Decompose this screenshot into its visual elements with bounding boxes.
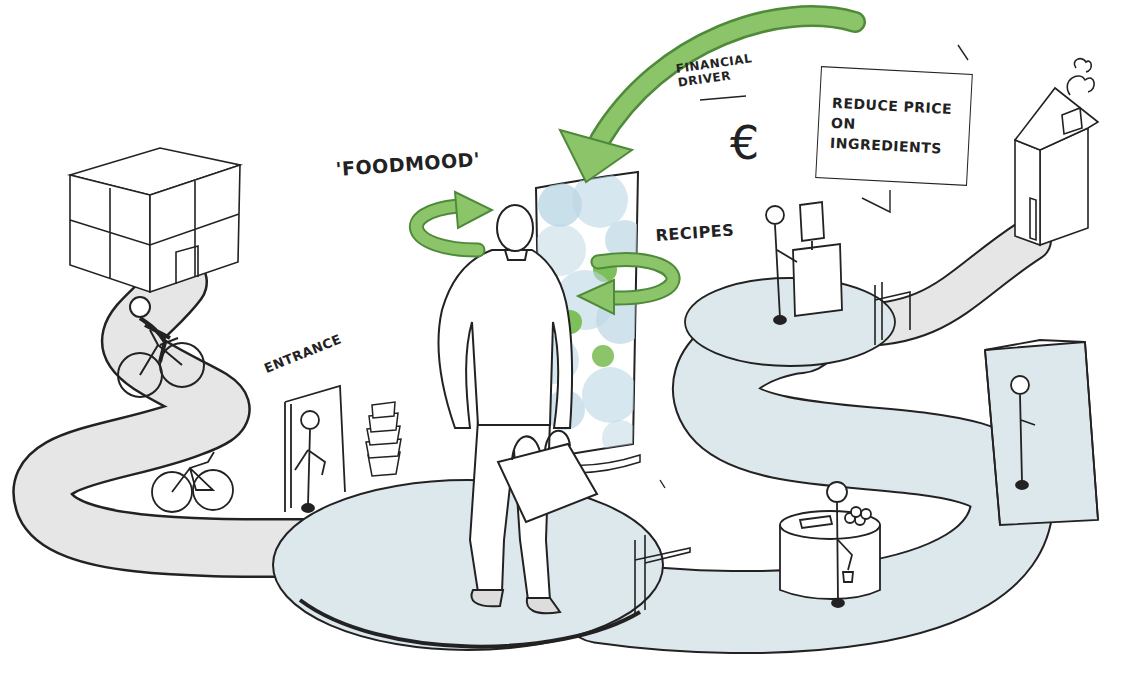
fresh-counter-part: [861, 509, 871, 519]
parked-bike: [152, 452, 233, 512]
cashier-desk-part: [775, 225, 797, 318]
cyclist-part: [140, 318, 170, 362]
screen-title: 'FOODMOOD': [335, 148, 481, 181]
checkout-platform: [685, 278, 895, 366]
entrance-platform: [273, 480, 663, 650]
shopper-part: [497, 205, 533, 251]
shopper: [438, 205, 597, 613]
screen-label: RECIPES: [655, 221, 735, 246]
box-text: REDUCE PRICE ON INGREDIENTS: [829, 92, 958, 159]
shopper-part: [512, 431, 570, 460]
cyclist-part: [130, 297, 150, 317]
cashier-desk-part: [811, 241, 813, 250]
turnstile-gate-part: [875, 282, 910, 345]
exit-booth-part: [985, 342, 1098, 525]
screen-bubbles-part: [572, 172, 628, 228]
cashier-desk-part: [774, 316, 786, 324]
sketch-marks-part: [958, 45, 968, 60]
sketch-marks-part: [700, 96, 746, 100]
shopper-part: [471, 590, 503, 606]
shopper-part: [438, 250, 572, 428]
entrance-platform-part: [300, 600, 640, 647]
fresh-counter-part: [832, 599, 844, 607]
office-building: [70, 148, 240, 292]
home-house-part: [1015, 88, 1098, 150]
entrance-door-part: [285, 386, 345, 512]
screen-bubbles-part: [602, 420, 638, 456]
exit-booth: [985, 340, 1098, 525]
turnstile-gate: [635, 282, 910, 615]
basket-stack: [366, 402, 401, 476]
cycle-path-part: [42, 282, 310, 548]
fresh-counter-part: [827, 482, 847, 502]
shopper-part: [505, 250, 527, 260]
home-house-part: [1067, 76, 1094, 95]
fresh-counter-part: [843, 572, 853, 582]
foodmood-swirl-arrow-part: [455, 192, 492, 228]
cashier-desk-part: [800, 202, 824, 241]
fresh-counter-part: [851, 507, 861, 517]
entrance-label: ENTRANCE: [262, 331, 344, 376]
home-house-part: [1015, 140, 1040, 245]
recipes-swirl-arrow-part: [578, 280, 614, 314]
entrance-door-part: [301, 411, 319, 429]
parked-bike-part: [172, 452, 214, 492]
basket-stack-part: [372, 402, 395, 418]
fresh-counter-part: [837, 503, 852, 600]
recipes-swirl-arrow: [578, 260, 673, 314]
sketch-marks-part: [862, 190, 890, 212]
note-box: REDUCE PRICE ON INGREDIENTS: [815, 66, 973, 186]
exit-booth-part: [1016, 481, 1028, 489]
entrance-door: [285, 386, 345, 512]
fresh-counter: [780, 482, 880, 607]
financial-driver-arrow-part: [560, 130, 632, 182]
exit-booth-part: [1011, 376, 1029, 394]
entrance-door-part: [290, 404, 292, 508]
exit-booth-part: [1020, 395, 1035, 482]
entrance-platform-part: [273, 480, 663, 650]
cycle-path-part: [42, 282, 310, 548]
home-house-part: [1062, 108, 1082, 134]
financial-driver-arrow-part: [600, 16, 855, 140]
cycle-path: [42, 282, 310, 548]
shopper-part: [527, 598, 560, 613]
financial-driver-arrow: [560, 16, 855, 182]
driver-label: FINANCIAL DRIVER: [675, 49, 770, 90]
screen-bubbles-part: [582, 367, 638, 423]
financial-driver-arrow-part: [600, 16, 855, 140]
sketch-marks: [660, 45, 968, 488]
screen-bubbles-part: [592, 345, 614, 367]
office-building-part: [70, 181, 239, 278]
sketch-marks-part: [660, 480, 665, 488]
checkout-platform-part: [685, 278, 895, 366]
foodmood-swirl-arrow: [416, 192, 492, 250]
home-house-part: [1074, 59, 1091, 72]
home-house-part: [1030, 198, 1036, 240]
turnstile-gate-part: [635, 535, 690, 615]
euro-symbol: €: [730, 116, 760, 171]
cashier-desk: [766, 202, 842, 324]
exit-booth-part: [985, 342, 1098, 525]
entrance-door-part: [295, 430, 325, 505]
cashier-desk-part: [766, 206, 784, 224]
cyclist: [118, 297, 204, 397]
exit-booth-part: [985, 340, 1085, 350]
cashier-desk-part: [793, 244, 842, 316]
entrance-door-part: [302, 504, 314, 512]
home-house: [1015, 59, 1098, 245]
office-building-part: [176, 246, 198, 284]
fresh-counter-part: [800, 516, 832, 528]
